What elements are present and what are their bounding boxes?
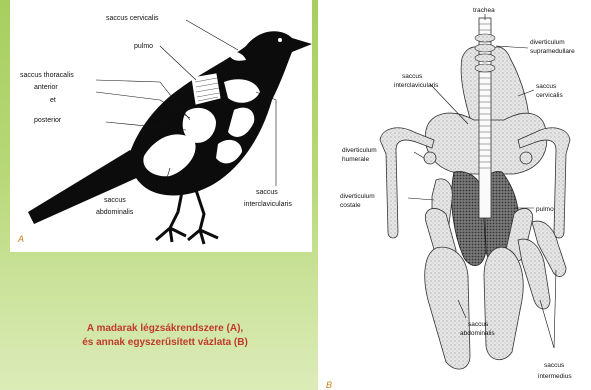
label-diverticulum-supramedullare-1: diverticulum — [530, 39, 565, 46]
panel-a-bird-diagram: saccus cervicalis pulmo saccus thoracali… — [10, 0, 312, 252]
figure-caption: A madarak légzsákrendszere (A), és annak… — [30, 322, 300, 350]
bird-eye — [278, 38, 282, 42]
panel-a-letter: A — [17, 234, 24, 244]
label-thoracalis-anterior: anterior — [34, 84, 58, 91]
humeral-bulb-left — [424, 152, 436, 164]
label-saccus-abdominalis-2: abdominalis — [460, 330, 495, 337]
label-saccus-abdominalis-2: abdominalis — [96, 209, 134, 216]
label-saccus-interclavicularis-2: interclavicularis — [394, 82, 439, 89]
label-diverticulum-costale-1: diverticulum — [340, 193, 375, 200]
label-thoracalis-et: et — [50, 97, 56, 104]
label-saccus-cervicalis-2: cervicalis — [536, 92, 563, 99]
respiratory-system-sketch: trachea diverticulum supramedullare sacc… — [318, 0, 591, 390]
bird-legs — [156, 190, 218, 244]
humeral-bulb-right — [520, 152, 532, 164]
label-thoracalis-posterior: posterior — [34, 117, 62, 124]
label-saccus-interclavicularis-2: interclavicularis — [244, 201, 292, 208]
bird-air-sac-figure: saccus cervicalis pulmo saccus thoracali… — [10, 0, 312, 252]
label-saccus-abdominalis-1: saccus — [104, 197, 126, 204]
label-trachea: trachea — [473, 7, 495, 14]
label-saccus-abdominalis-1: saccus — [468, 321, 489, 328]
label-saccus-cervicalis: saccus cervicalis — [106, 15, 159, 22]
sac-abdominalis-right — [484, 247, 523, 359]
label-diverticulum-costale-2: costale — [340, 202, 361, 209]
label-diverticulum-supramedullare-2: supramedullare — [530, 48, 575, 55]
caption-line-2: és annak egyszerűsített vázlata (B) — [30, 336, 300, 350]
label-saccus-thoracalis: saccus thoracalis — [20, 72, 74, 79]
label-saccus-interclavicularis-1: saccus — [256, 189, 278, 196]
label-saccus-intermedius-2: intermedius — [538, 373, 572, 380]
sac-abdominalis-left — [425, 247, 470, 369]
panel-b-schematic: trachea diverticulum supramedullare sacc… — [318, 0, 591, 390]
label-pulmo: pulmo — [536, 206, 554, 213]
label-diverticulum-humerale-2: humerale — [342, 156, 369, 163]
label-saccus-cervicalis-1: saccus — [536, 83, 557, 90]
panel-b-letter: B — [326, 380, 332, 390]
label-pulmo: pulmo — [134, 43, 153, 50]
caption-line-1: A madarak légzsákrendszere (A), — [30, 322, 300, 336]
label-diverticulum-humerale-1: diverticulum — [342, 147, 377, 154]
label-saccus-interclavicularis-1: saccus — [402, 73, 423, 80]
label-saccus-intermedius-1: saccus — [544, 362, 565, 369]
